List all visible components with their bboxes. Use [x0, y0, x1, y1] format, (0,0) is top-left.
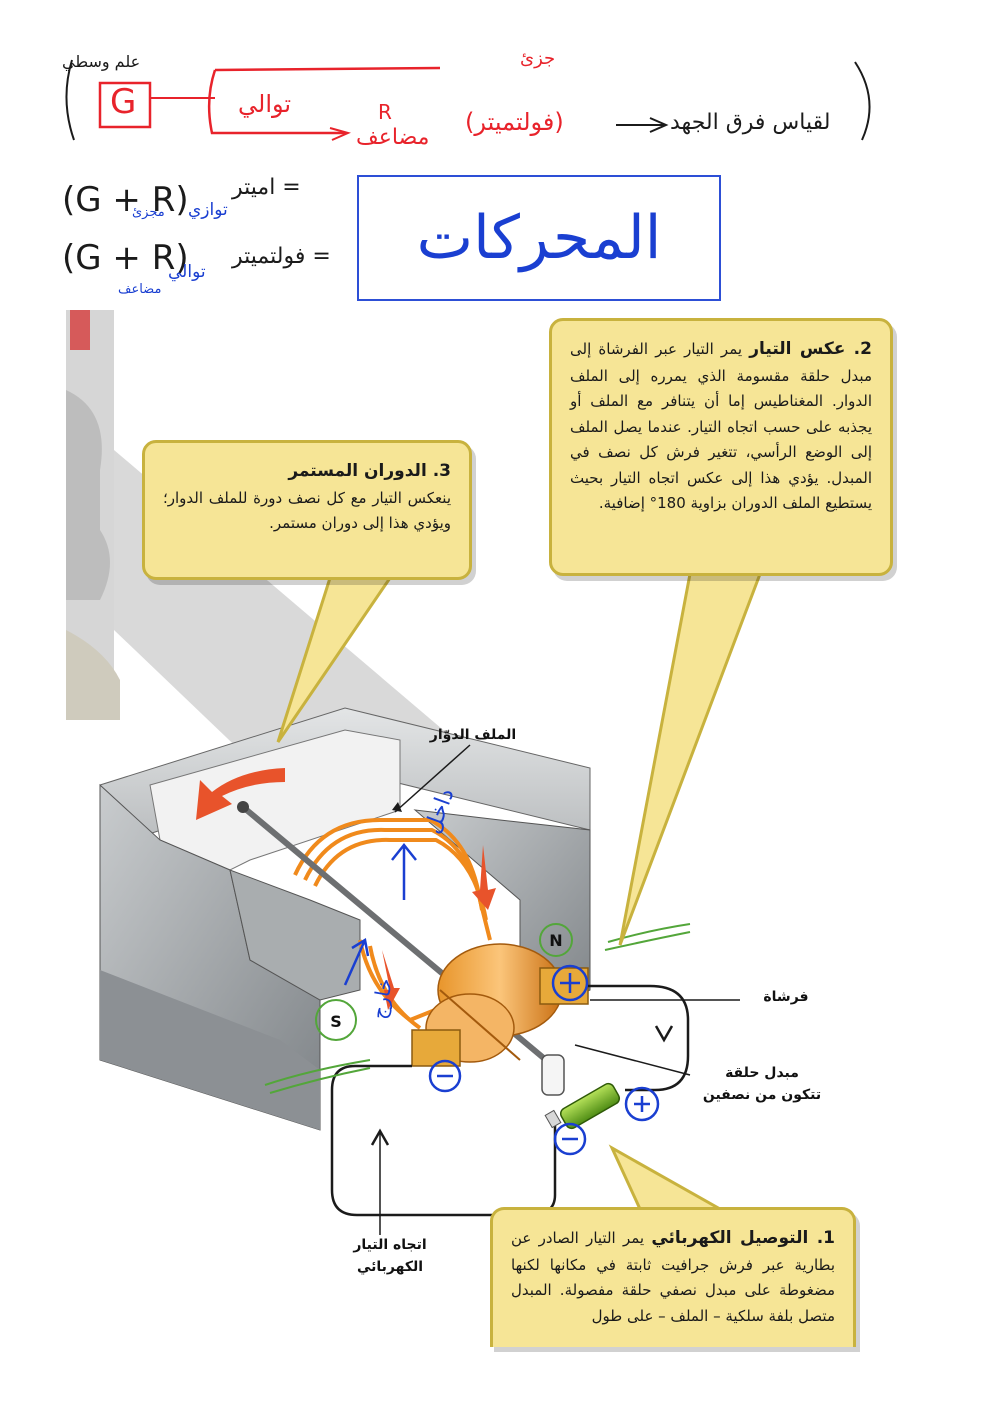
ammeter-label: اميتر =: [232, 175, 301, 200]
multiplier-letter: R: [378, 100, 392, 124]
callout-electrical-connection: 1. التوصيل الكهربائي يمر التيار الصادر ع…: [490, 1207, 856, 1347]
callout-1-body: يمر التيار الصادر عن بطارية عبر فرش جراف…: [511, 1229, 835, 1325]
pole-s-label: S: [330, 1012, 342, 1031]
rotation-arrow-right: [472, 845, 496, 910]
commutator-label-1: مبدل حلقة: [725, 1065, 799, 1081]
note-bracket-lines: [65, 59, 871, 141]
label-pointers: [379, 744, 740, 1235]
blue-annotations: [343, 842, 819, 1316]
galvanometer-letter: G: [110, 82, 137, 122]
pole-s: [315, 999, 357, 1041]
wire-arrow-right: [654, 1025, 674, 1043]
note-fragment-1: جزئ: [520, 48, 556, 69]
voltmeter-formula: (G + R): [62, 238, 189, 278]
voltmeter-label: (فولتميتر): [465, 108, 564, 136]
ammeter-formula: (G + R): [62, 180, 189, 220]
note-fragment-2: علم وسطي: [62, 52, 141, 71]
magnet-block: [99, 707, 591, 1131]
brush-label: فرشاة: [763, 989, 809, 1005]
shaft-bracket: [541, 1054, 565, 1096]
callout-3-heading: 3. الدوران المستمر: [288, 461, 451, 481]
coil-label: الملف الدوّار: [429, 727, 517, 743]
callout-3-tail: [276, 576, 393, 743]
callout-continuous-rotation: 3. الدوران المستمر ينعكس التيار مع كل نص…: [142, 440, 472, 580]
multiplier-label: مضاعف: [356, 125, 430, 150]
green-scribble-n: [604, 923, 691, 951]
motor-diagram: N S: [66, 310, 819, 1316]
rotation-arrow-left: [382, 950, 400, 1010]
callout-3-body: ينعكس التيار مع كل نصف دورة للملف الدوار…: [163, 488, 451, 533]
ammeter-part: مجزئ: [132, 205, 165, 220]
pole-n-label: N: [549, 931, 562, 950]
voltmeter-connection: توالي: [168, 262, 206, 282]
callout-1-heading: 1. التوصيل الكهربائي: [651, 1228, 835, 1248]
commutator-label-2: تتكون من نصفين: [702, 1087, 822, 1103]
brush-left: [411, 1029, 461, 1067]
callout-1-tail: [608, 1144, 726, 1211]
current-direction-label-2: الكهربائي: [356, 1259, 424, 1275]
rotation-arrow-top: [196, 768, 285, 820]
callout-2-tail: [618, 572, 763, 946]
callout-reverse-current: 2. عكس التيار يمر التيار عبر الفرشاة إلى…: [549, 318, 893, 576]
measure-voltage-label: لقياس فرق الجهد: [670, 110, 831, 135]
background-motor-figure: [66, 310, 120, 720]
title-box: المحركات: [357, 175, 721, 301]
top-handwritten-note: علم وسطي جزئ G توالي مضاعف R (فولتميتر) …: [0, 0, 992, 297]
voltmeter-part: مضاعف: [118, 282, 162, 297]
page-title: المحركات: [416, 203, 662, 273]
voltmeter-label-2: فولتميتر =: [232, 244, 331, 269]
callout-2-body: يمر التيار عبر الفرشاة إلى مبدل حلقة مقس…: [570, 340, 872, 513]
wire-arrow-left: [370, 1128, 390, 1146]
ammeter-connection: توازي: [188, 200, 228, 220]
series-label: توالي: [238, 90, 292, 118]
current-direction-label-1: اتجاه التيار: [353, 1237, 427, 1253]
battery: [544, 1082, 621, 1130]
shaft-end: [237, 801, 249, 813]
callout-2-heading: 2. عكس التيار: [749, 339, 872, 359]
pole-n: [539, 923, 573, 957]
coil-pointer-head: [392, 802, 402, 812]
green-scribble-s: [264, 1059, 371, 1094]
